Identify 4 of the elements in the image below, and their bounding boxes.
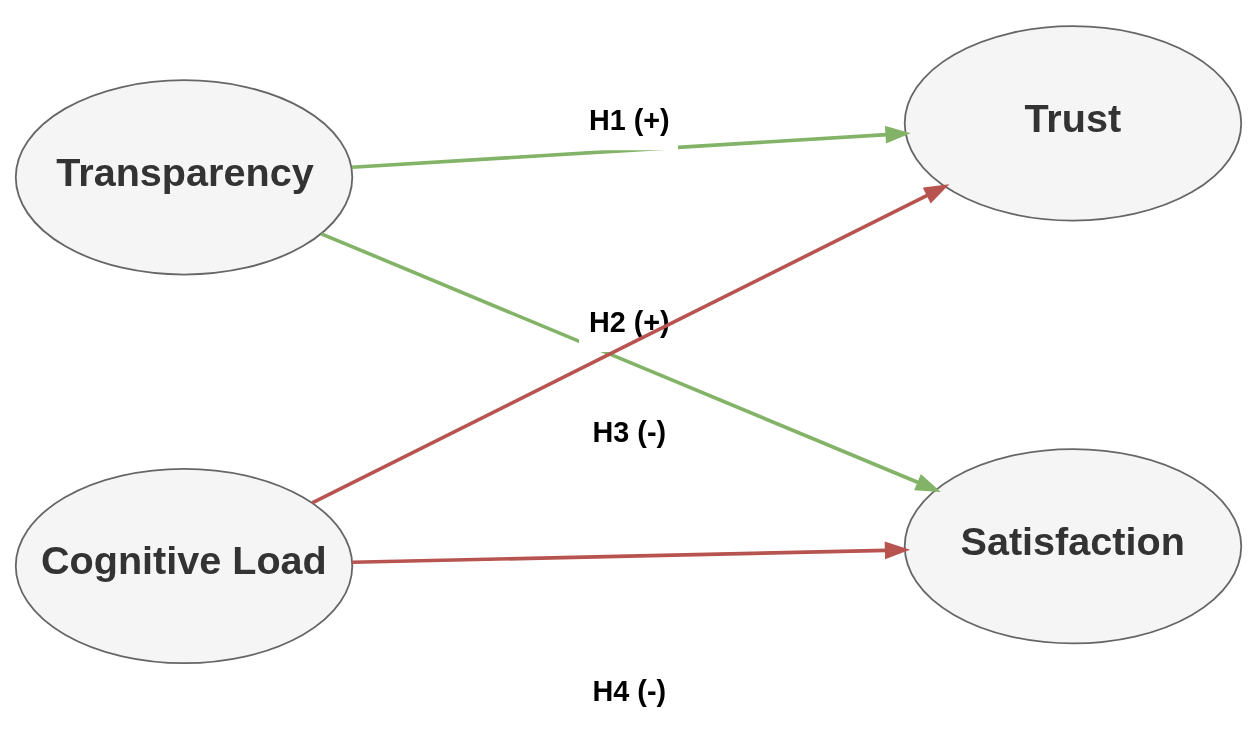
- edge-label: H3 (-): [592, 415, 667, 448]
- edge-label: H2 (+): [588, 305, 670, 338]
- edge-label: H4 (-): [592, 674, 667, 707]
- edge-label: H1 (+): [588, 104, 670, 137]
